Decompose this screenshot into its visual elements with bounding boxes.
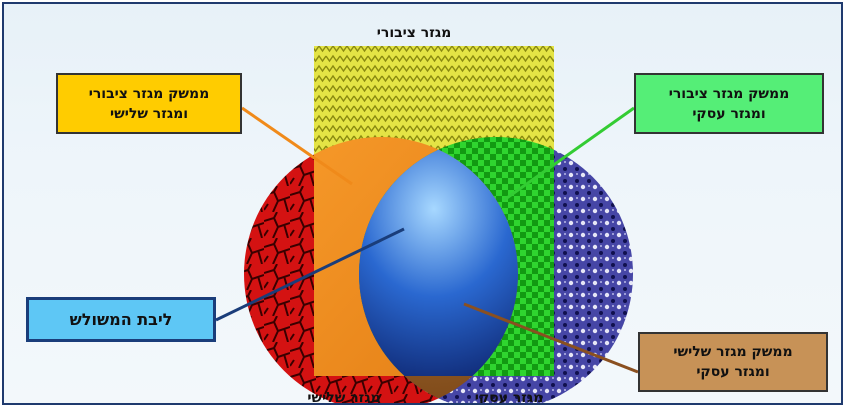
box-public-third-line1: ממשק מגזר ציבורי xyxy=(89,84,210,104)
box-public-business-interface: ממשק מגזר ציבורי ומגזר עסקי xyxy=(634,73,824,134)
box-core: ליבת המשולש xyxy=(26,297,216,342)
label-public-sector: מגזר ציבורי xyxy=(334,24,494,42)
box-third-business-interface: ממשק מגזר שלישי ומגזר עסקי xyxy=(638,332,828,392)
box-public-third-interface: ממשק מגזר ציבורי ומגזר שלישי xyxy=(56,73,242,134)
box-public-business-line2: ומגזר עסקי xyxy=(692,104,765,124)
box-third-business-line2: ומגזר עסקי xyxy=(696,362,769,382)
box-public-business-line1: ממשק מגזר ציבורי xyxy=(669,84,790,104)
box-third-business-line1: ממשק מגזר שלישי xyxy=(673,342,792,362)
box-public-third-line2: ומגזר שלישי xyxy=(110,104,188,124)
box-core-label: ליבת המשולש xyxy=(70,310,173,330)
label-business-sector: מגזר עסקי xyxy=(454,389,564,405)
label-third-sector: מגזר שלישי xyxy=(289,389,399,405)
